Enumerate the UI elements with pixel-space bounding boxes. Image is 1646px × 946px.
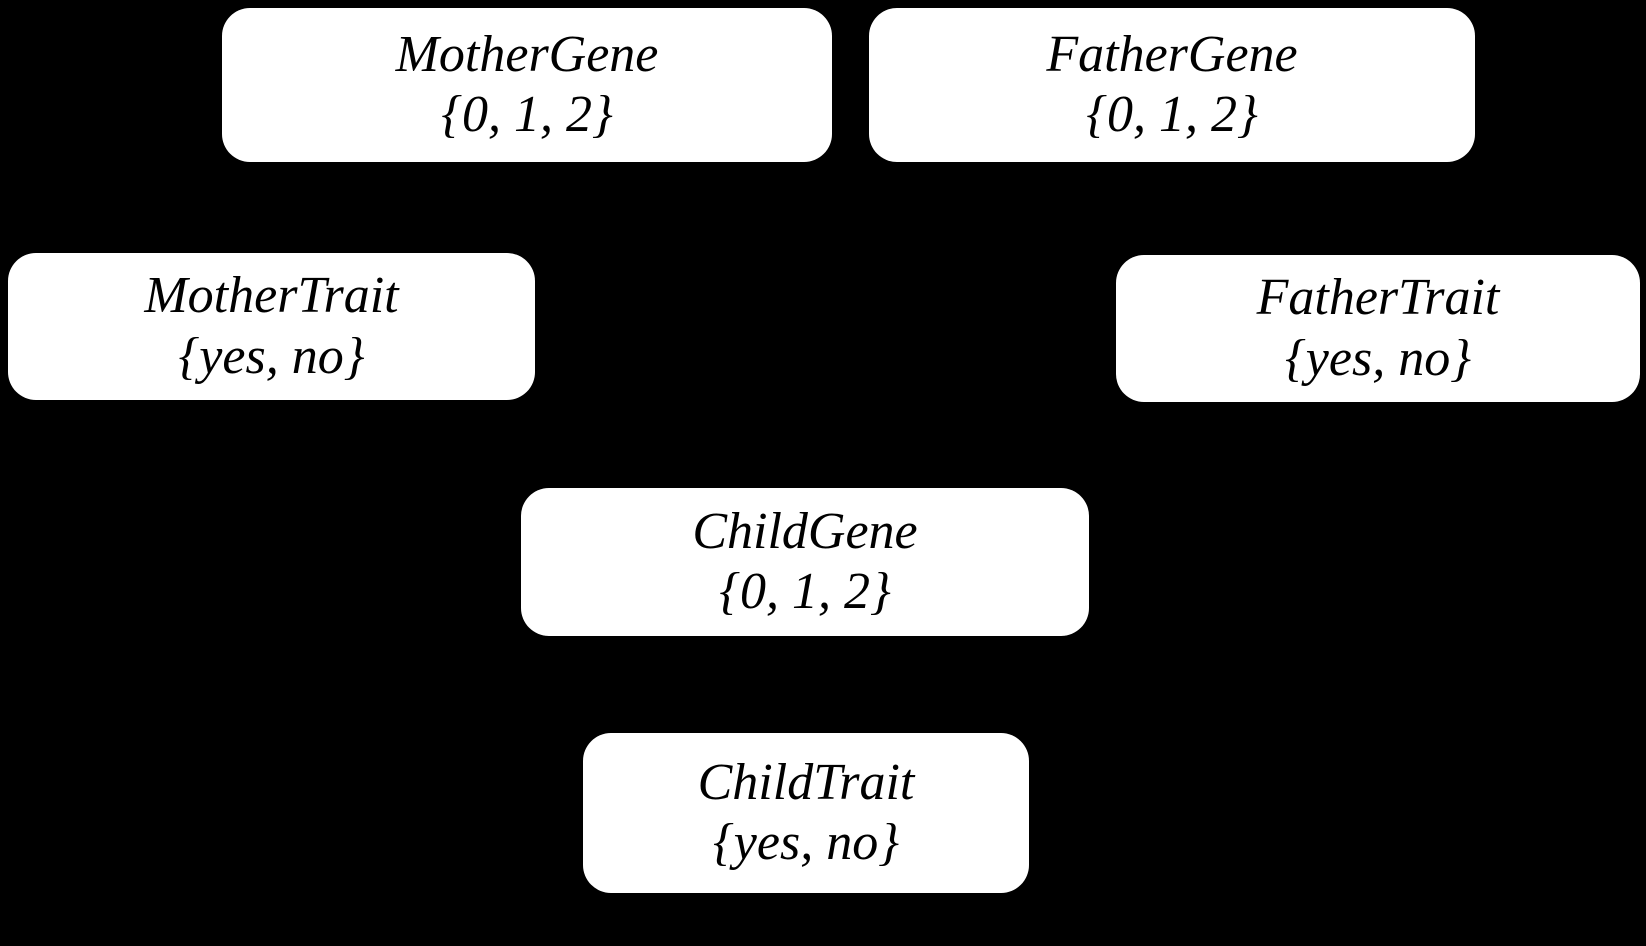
node-mother-trait-domain: {yes, no}: [178, 327, 365, 385]
node-father-trait[interactable]: FatherTrait {yes, no}: [1116, 255, 1640, 402]
node-mother-gene-domain: {0, 1, 2}: [441, 86, 613, 143]
node-mother-trait[interactable]: MotherTrait {yes, no}: [8, 253, 535, 400]
node-mother-gene[interactable]: MotherGene {0, 1, 2}: [222, 8, 832, 162]
node-father-trait-title: FatherTrait: [1256, 269, 1500, 327]
node-father-gene[interactable]: FatherGene {0, 1, 2}: [869, 8, 1475, 162]
node-father-gene-domain: {0, 1, 2}: [1086, 86, 1258, 143]
edge-father-gene-to-child-gene: [938, 161, 1122, 489]
node-mother-trait-title: MotherTrait: [144, 267, 399, 325]
edge-father-gene-to-father-trait: [1288, 160, 1380, 257]
node-child-trait-domain: {yes, no}: [713, 814, 899, 871]
node-child-trait[interactable]: ChildTrait {yes, no}: [583, 733, 1029, 893]
node-child-trait-title: ChildTrait: [697, 753, 915, 811]
edge-mother-gene-to-mother-trait: [279, 160, 401, 255]
node-child-gene-domain: {0, 1, 2}: [719, 563, 891, 620]
node-father-trait-domain: {yes, no}: [1285, 329, 1471, 387]
node-child-gene[interactable]: ChildGene {0, 1, 2}: [521, 488, 1089, 636]
node-mother-gene-title: MotherGene: [395, 25, 659, 83]
node-father-gene-title: FatherGene: [1046, 25, 1298, 83]
edge-mother-gene-to-child-gene: [558, 161, 682, 489]
node-child-gene-title: ChildGene: [692, 502, 918, 560]
